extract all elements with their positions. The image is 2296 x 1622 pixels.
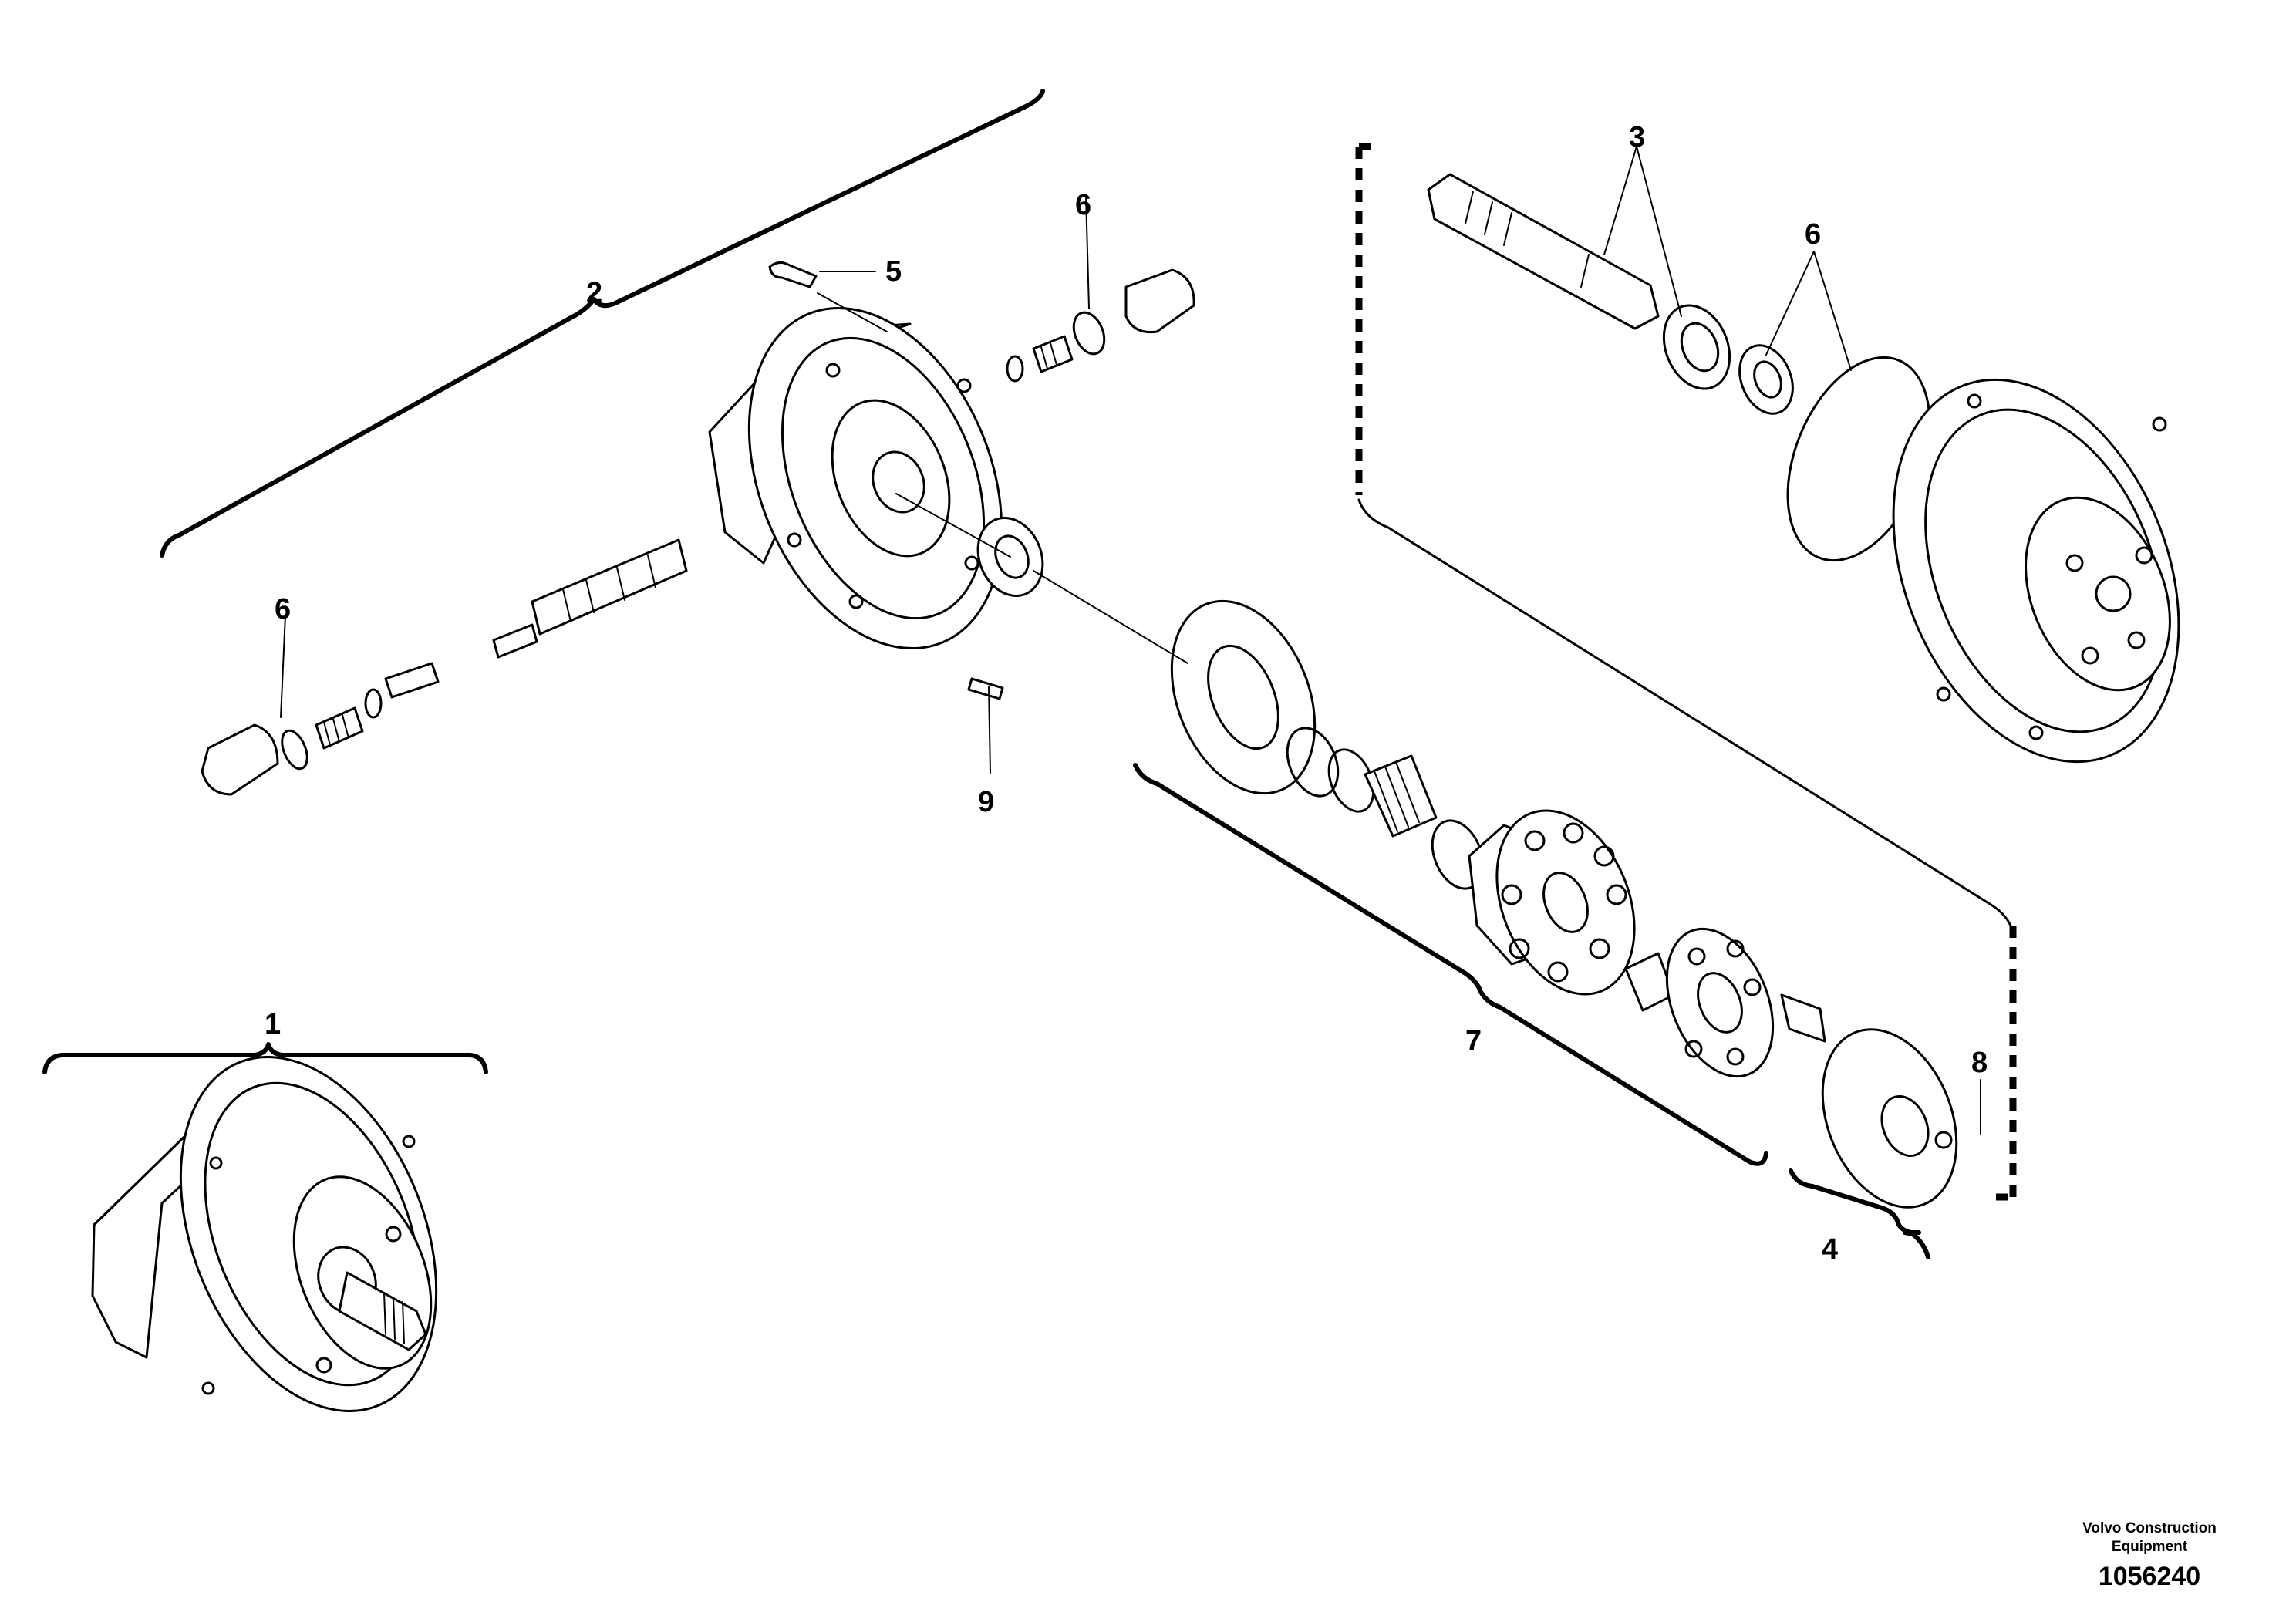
- callout-6-upper: 6: [1075, 189, 1091, 221]
- assembly-dashed-outline: [1355, 143, 2017, 1201]
- upper-plug-parts: [768, 261, 1195, 383]
- pin: [967, 677, 1004, 700]
- valve-plate: [1170, 599, 1317, 795]
- callout-7: 7: [1465, 1025, 1482, 1057]
- retainer-plate: [1624, 927, 1826, 1078]
- callout-6-right: 6: [1805, 218, 1821, 251]
- callout-8: 8: [1971, 1047, 1988, 1079]
- callout-4: 4: [1822, 1233, 1838, 1266]
- assembled-travel-motor: [91, 1055, 438, 1413]
- callout-5: 5: [885, 255, 902, 288]
- motor-casing: [1892, 378, 2180, 764]
- bearing-pair: [1662, 304, 1794, 415]
- callout-6-left: 6: [275, 593, 291, 626]
- callout-1: 1: [265, 1008, 281, 1040]
- leader-lines: [280, 146, 1981, 1135]
- relief-valve-plug: [201, 688, 383, 796]
- bracket-group-7: [1133, 763, 1768, 1166]
- swash-plate: [1821, 1028, 1958, 1209]
- output-shaft: [1427, 173, 1660, 330]
- callout-9: 9: [978, 786, 994, 818]
- bracket-group-2: [160, 89, 1045, 558]
- callout-3: 3: [1629, 121, 1645, 153]
- credit-block: Volvo Construction Equipment 1056240: [2049, 1519, 2250, 1593]
- callout-2: 2: [586, 277, 602, 309]
- bracket-group-4: [1789, 1168, 1930, 1259]
- spool-valve: [384, 538, 688, 699]
- bracket-group-1: [42, 1042, 488, 1074]
- valve-housing-cover: [708, 306, 1003, 650]
- document-number: 1056240: [2098, 1562, 2201, 1591]
- company-name: Volvo Construction Equipment: [2082, 1520, 2217, 1555]
- cylinder-block: [1468, 809, 1636, 996]
